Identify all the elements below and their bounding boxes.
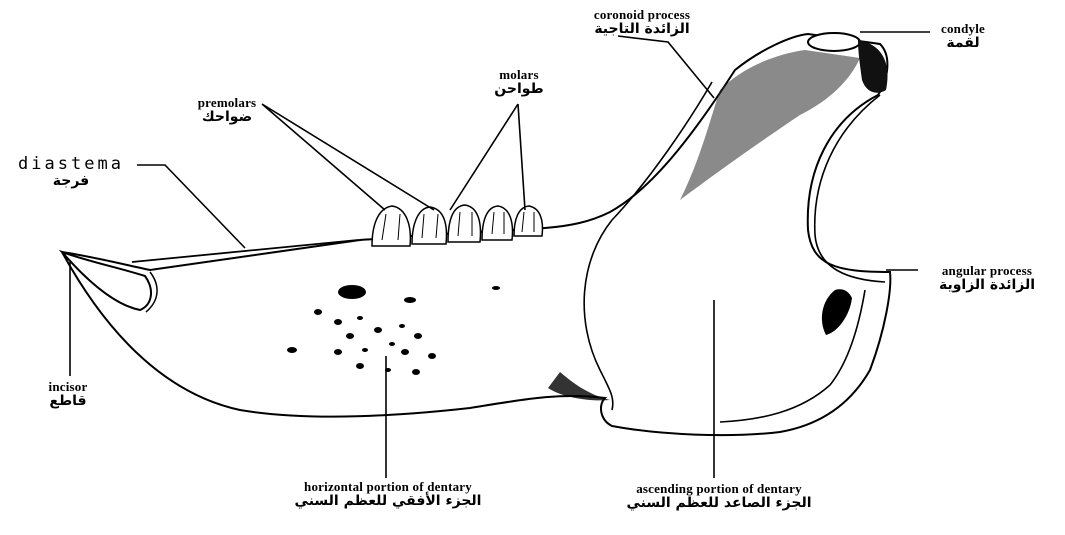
molars-ar: طواحن [484, 82, 554, 97]
angular-process-label: angular process الزائدة الزاوية [914, 264, 1060, 292]
angular-process-ar: الزائدة الزاوية [914, 278, 1060, 293]
molars-label: molars طواحن [484, 68, 554, 96]
molars-en: molars [484, 68, 554, 82]
condyle-en: condyle [918, 22, 1008, 36]
horizontal-portion-label: horizontal portion of dentary الجزء الأف… [248, 480, 528, 508]
angular-process-en: angular process [914, 264, 1060, 278]
diastema-en: diastema [6, 156, 136, 174]
ascending-portion-label: ascending portion of dentary الجزء الصاع… [584, 482, 854, 510]
coronoid-process-ar: الزائدة التاجية [562, 22, 722, 37]
horizontal-portion-en: horizontal portion of dentary [248, 480, 528, 494]
coronoid-process-label: coronoid process الزائدة التاجية [562, 8, 722, 36]
ascending-portion-ar: الجزء الصاعد للعظم السني [584, 496, 854, 511]
diastema-label: diastema فرجة [6, 156, 136, 189]
diastema-ar: فرجة [6, 174, 136, 189]
horizontal-portion-ar: الجزء الأفقي للعظم السني [248, 494, 528, 509]
coronoid-process-en: coronoid process [562, 8, 722, 22]
incisor-ar: قاطع [28, 394, 108, 409]
condyle-ar: لقمة [918, 36, 1008, 51]
incisor-label: incisor قاطع [28, 380, 108, 408]
incisor-en: incisor [28, 380, 108, 394]
condyle-label: condyle لقمة [918, 22, 1008, 50]
premolars-label: premolars ضواحك [172, 96, 282, 124]
premolars-ar: ضواحك [172, 110, 282, 125]
ascending-portion-en: ascending portion of dentary [584, 482, 854, 496]
condyle-head [808, 33, 860, 51]
premolars-en: premolars [172, 96, 282, 110]
